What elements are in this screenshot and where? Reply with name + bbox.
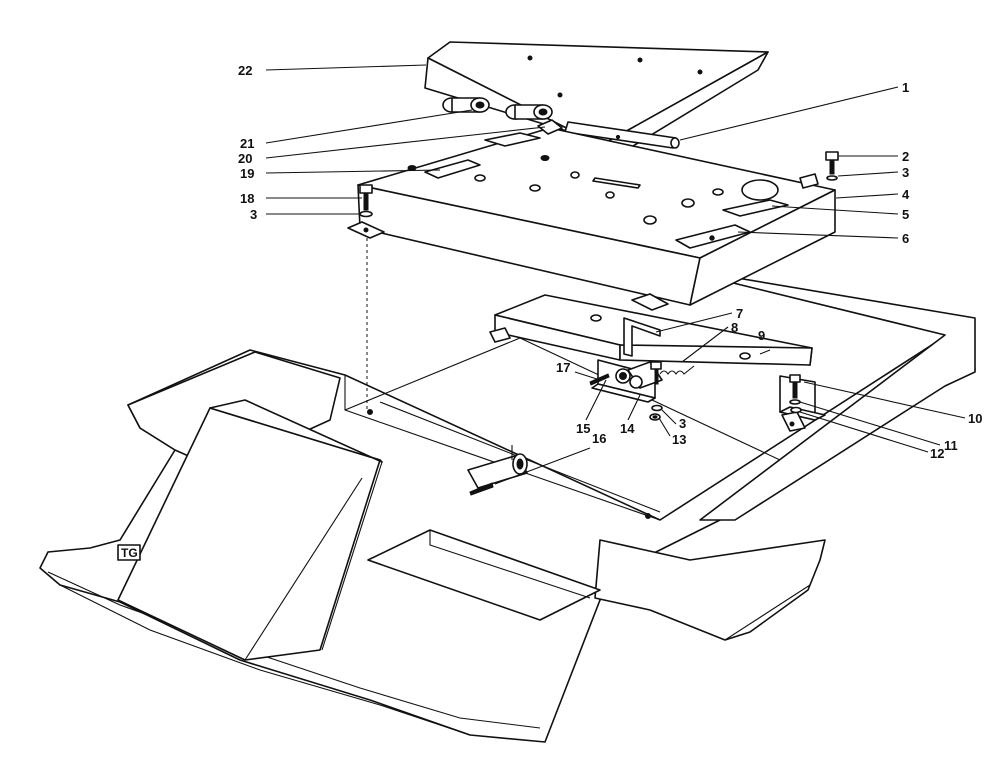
- callout-14: 14: [620, 421, 635, 436]
- seat-plate-fasteners: [359, 151, 839, 218]
- callout-3-lower: 3: [679, 416, 686, 431]
- callout-4: 4: [902, 187, 910, 202]
- callout-11: 11: [944, 438, 958, 453]
- callout-6: 6: [902, 231, 909, 246]
- callout-2: 2: [902, 149, 909, 164]
- hinge-pin: [564, 121, 680, 149]
- callout-10: 10: [968, 411, 982, 426]
- callout-8: 8: [731, 320, 738, 335]
- callout-15: 15: [576, 421, 590, 436]
- latch-bracket: [623, 317, 661, 357]
- callout-20: 20: [238, 151, 252, 166]
- seat-mount-plate: [347, 119, 836, 311]
- pivot-tube: [467, 445, 528, 496]
- callout-3-left: 3: [250, 207, 257, 222]
- callout-9: 9: [758, 328, 765, 343]
- seat-adjuster: [589, 359, 695, 421]
- callout-18: 18: [240, 191, 254, 206]
- callout-19: 19: [240, 166, 254, 181]
- bracket-fasteners: [789, 374, 802, 414]
- chassis-mark-text: TG: [121, 546, 138, 560]
- callout-12: 12: [930, 446, 944, 461]
- callout-1: 1: [902, 80, 909, 95]
- callout-22: 22: [238, 63, 252, 78]
- callout-13: 13: [672, 432, 686, 447]
- callout-labels: 22 21 20 19 18 3 1 2 3 4 5 6 7 8 9 10 11…: [238, 63, 982, 461]
- callout-17: 17: [556, 360, 570, 375]
- callout-7: 7: [736, 306, 743, 321]
- callout-3-right: 3: [902, 165, 909, 180]
- hinge-sleeves: [442, 97, 553, 120]
- chassis-frame: TG: [39, 264, 976, 743]
- callout-16: 16: [592, 431, 606, 446]
- callout-5: 5: [902, 207, 909, 222]
- leader-lines: [265, 64, 966, 485]
- callout-21: 21: [240, 136, 254, 151]
